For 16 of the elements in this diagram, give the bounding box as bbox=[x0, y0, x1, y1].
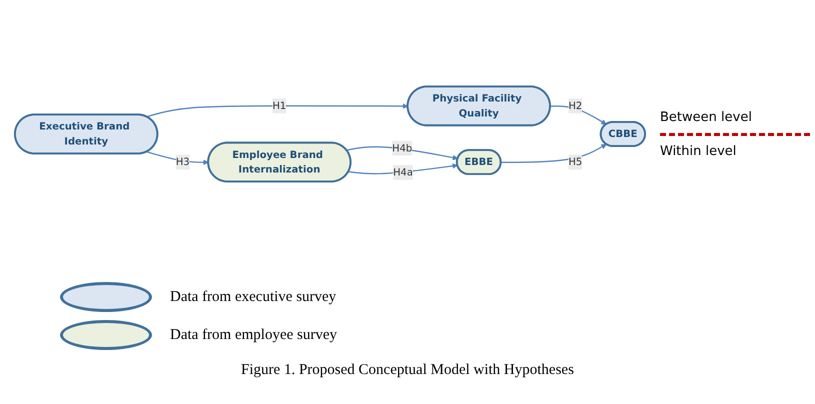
arrow bbox=[348, 163, 458, 174]
arrow bbox=[146, 103, 408, 118]
edge-label: H5 bbox=[568, 156, 582, 168]
edge-label: H3 bbox=[176, 156, 190, 168]
caption: Figure 1. Proposed Conceptual Model with Hypotheses bbox=[240, 362, 575, 379]
edge-label: H1 bbox=[272, 100, 286, 112]
level-label: Between level bbox=[660, 110, 753, 125]
legend-text: Data from employee survey bbox=[170, 326, 338, 344]
arrow bbox=[501, 144, 607, 164]
edge-label: H4b bbox=[392, 142, 412, 154]
arrow bbox=[146, 151, 209, 166]
edge-label: H2 bbox=[568, 100, 582, 112]
legend-text: Data from executive survey bbox=[170, 288, 336, 306]
arrow bbox=[550, 106, 607, 125]
level-label: Within level bbox=[660, 144, 738, 159]
edge-label: H4a bbox=[393, 166, 413, 178]
